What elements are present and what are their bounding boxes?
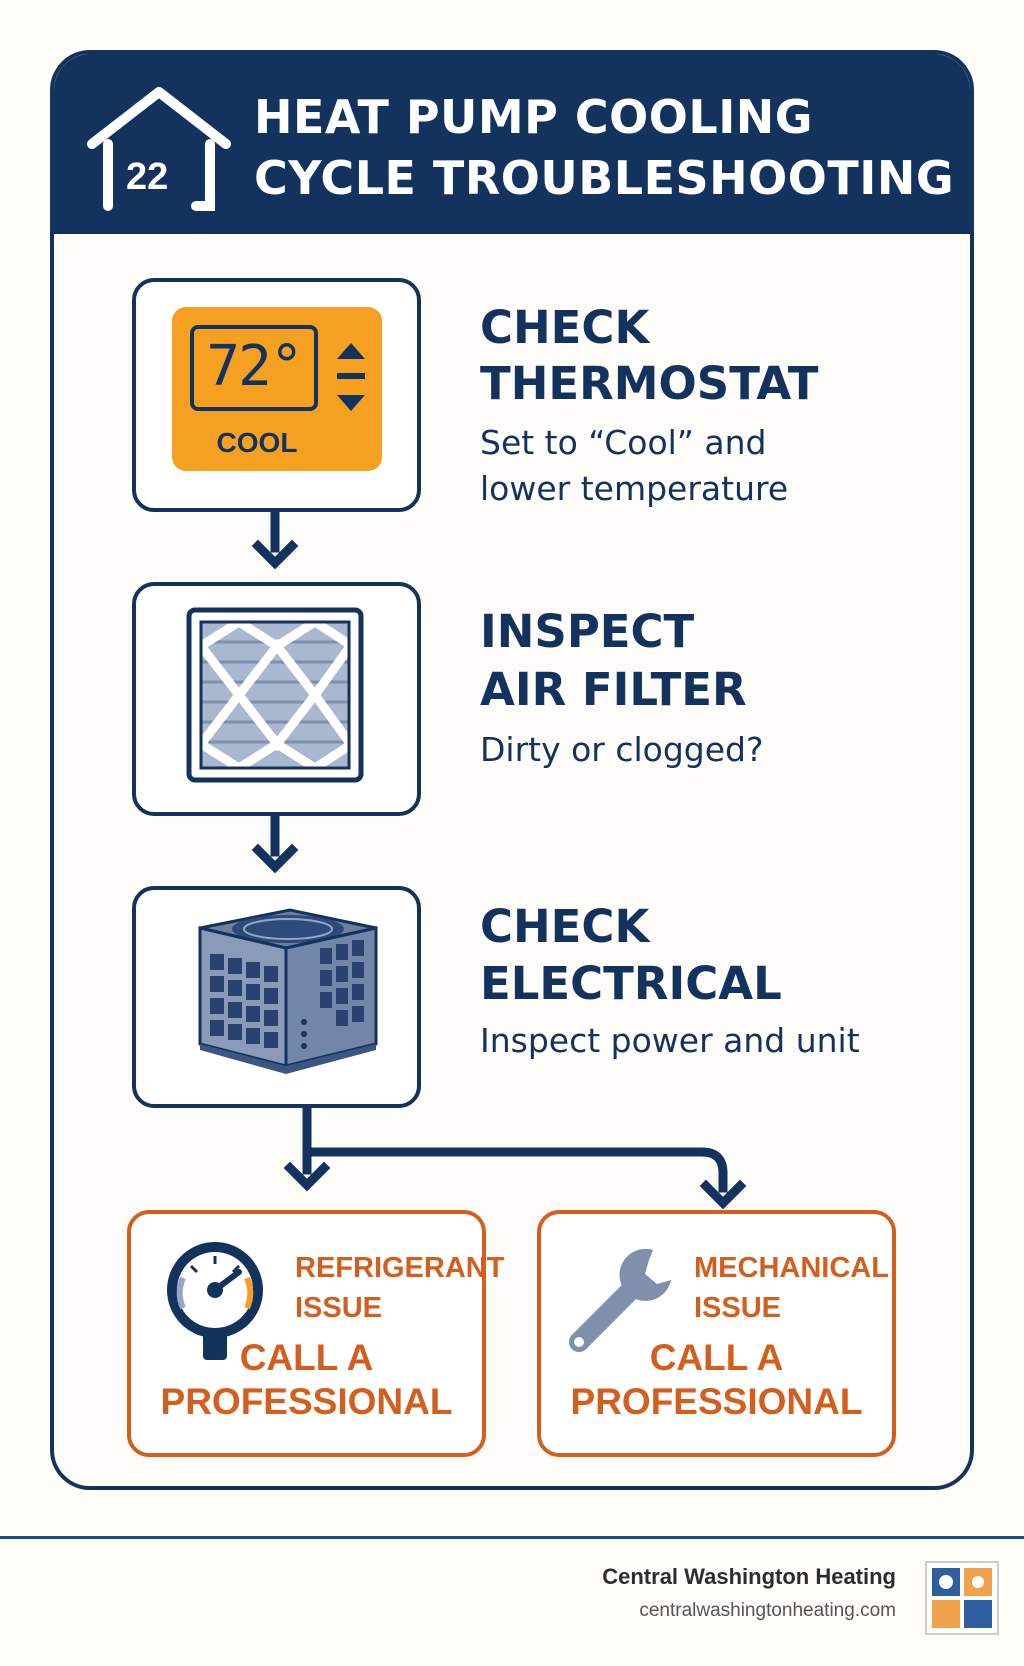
- thermostat-display: 72°: [190, 325, 318, 411]
- header-banner: 22 HEAT PUMP COOLING CYCLE TROUBLESHOOTI…: [54, 54, 970, 234]
- refrigerant-label-line-2: ISSUE: [295, 1292, 383, 1324]
- thermostat-temperature: 72°: [206, 334, 303, 399]
- step-2-title-line-2: AIR FILTER: [480, 663, 747, 716]
- arrow-head-1: [251, 539, 299, 570]
- arrow-head-4: [699, 1179, 747, 1210]
- step-2-desc-line-1: Dirty or clogged?: [480, 730, 764, 769]
- mechanical-label-line-2: ISSUE: [694, 1292, 782, 1324]
- company-name: Central Washington Heating: [602, 1564, 896, 1589]
- refrigerant-issue-box: REFRIGERANT ISSUE CALL A PROFESSIONAL: [127, 1210, 504, 1457]
- step-1-title-line-2: THERMOSTAT: [480, 357, 819, 410]
- house-icon: [87, 87, 231, 211]
- step-3-desc-line-1: Inspect power and unit: [480, 1021, 860, 1060]
- footer-divider: [0, 1536, 1024, 1539]
- step-3-title-line-1: CHECK: [480, 900, 650, 953]
- air-filter-icon: [186, 607, 364, 783]
- refrigerant-label-line-1: REFRIGERANT: [295, 1252, 505, 1284]
- wrench-icon: [569, 1248, 671, 1352]
- step-3-title-line-2: ELECTRICAL: [480, 957, 782, 1010]
- page-title-line-1: HEAT PUMP COOLING: [254, 90, 814, 144]
- arrow-head-2: [251, 843, 299, 874]
- mechanical-issue-box: MECHANICAL ISSUE CALL A PROFESSIONAL: [537, 1210, 896, 1457]
- step-1-desc-line-1: Set to “Cool” and: [480, 423, 767, 462]
- page-title-line-2: CYCLE TROUBLESHOOTING: [254, 151, 955, 205]
- thermostat-icon: 72° COOL: [172, 307, 382, 471]
- up-down-arrows-icon: [337, 343, 365, 411]
- ac-unit-icon: [198, 908, 378, 1074]
- mechanical-call-line-1: CALL A: [649, 1337, 784, 1378]
- company-website-link[interactable]: centralwashingtonheating.com: [639, 1600, 896, 1621]
- mechanical-call-line-2: PROFESSIONAL: [570, 1381, 863, 1422]
- thermostat-mode: COOL: [216, 427, 298, 458]
- arrow-head-3: [283, 1161, 331, 1192]
- house-number: 22: [126, 156, 169, 198]
- refrigerant-call-line-1: CALL A: [239, 1337, 374, 1378]
- pressure-gauge-icon: [167, 1242, 263, 1360]
- step-1-desc-line-2: lower temperature: [480, 469, 789, 508]
- refrigerant-call-line-2: PROFESSIONAL: [160, 1381, 453, 1422]
- step-1-title-line-1: CHECK: [480, 301, 650, 354]
- step-2-title-line-1: INSPECT: [480, 605, 695, 658]
- company-logo-icon: [925, 1561, 999, 1635]
- mechanical-label-line-1: MECHANICAL: [694, 1252, 889, 1284]
